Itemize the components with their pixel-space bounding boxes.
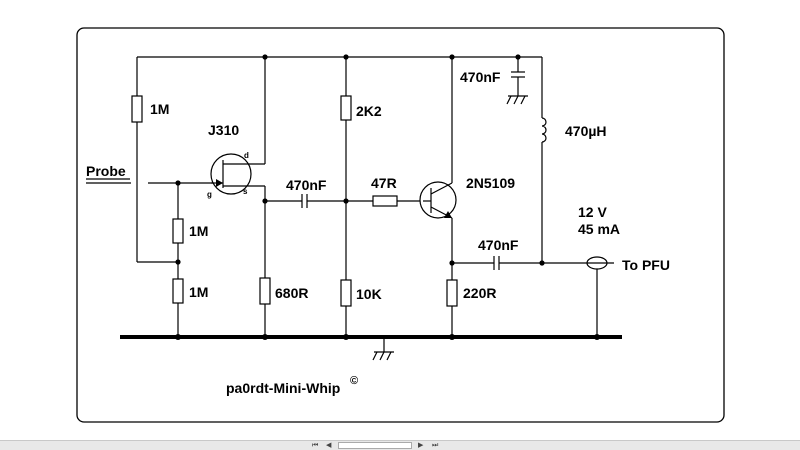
- label-r-base: 47R: [371, 175, 397, 191]
- resistor-1m-bottom: [172, 278, 184, 304]
- label-c-coupling: 470nF: [286, 177, 327, 193]
- page-number-field[interactable]: [338, 442, 412, 449]
- transistor-2n5109: [419, 181, 457, 219]
- label-r-gate-top: 1M: [150, 101, 169, 117]
- coax-connector: [586, 256, 614, 337]
- label-r-emitter: 220R: [463, 285, 496, 301]
- inductor-470uh: [541, 117, 547, 143]
- prev-page-button[interactable]: ◀: [326, 441, 332, 449]
- resistor-680r: [259, 277, 271, 305]
- label-r-gate-mid: 1M: [189, 223, 208, 239]
- label-supply-current: 45 mA: [578, 221, 620, 237]
- diagram-frame: [76, 27, 725, 423]
- resistor-1m-top: [131, 95, 143, 123]
- label-fet-name: J310: [208, 122, 239, 138]
- label-r-bias-bottom: 10K: [356, 286, 382, 302]
- label-fet-drain: d: [244, 151, 249, 160]
- resistor-10k: [340, 279, 352, 307]
- resistor-220r: [446, 279, 458, 307]
- label-supply-voltage: 12 V: [578, 204, 607, 220]
- diagram-title: pa0rdt-Mini-Whip: [226, 380, 340, 396]
- label-fet-source: s: [243, 187, 248, 196]
- label-c-output: 470nF: [478, 237, 519, 253]
- mini-whip-schematic: Probe 1M J310 d g s 1M 1M 680R 470nF 2K2…: [76, 27, 725, 423]
- resistor-2k2: [340, 95, 352, 121]
- label-l-choke: 470µH: [565, 123, 607, 139]
- diagram-title-mark: ©: [350, 375, 358, 387]
- label-output: To PFU: [622, 257, 670, 273]
- label-c-decoupling: 470nF: [460, 69, 501, 85]
- resistor-1m-mid: [172, 218, 184, 244]
- label-fet-gate: g: [207, 190, 212, 199]
- label-r-source: 680R: [275, 285, 308, 301]
- label-r-bias-top: 2K2: [356, 103, 382, 119]
- label-transistor-name: 2N5109: [466, 175, 515, 191]
- resistor-47r: [372, 195, 398, 207]
- first-page-button[interactable]: ⏮: [312, 441, 319, 449]
- jfet-j310: [210, 153, 265, 195]
- last-page-button[interactable]: ⏭: [432, 441, 439, 449]
- next-page-button[interactable]: ▶: [418, 441, 424, 449]
- label-r-gate-bottom: 1M: [189, 284, 208, 300]
- probe-label: Probe: [86, 163, 126, 179]
- ground-symbol: [372, 337, 394, 361]
- ground-symbol-decoupling: [506, 95, 528, 105]
